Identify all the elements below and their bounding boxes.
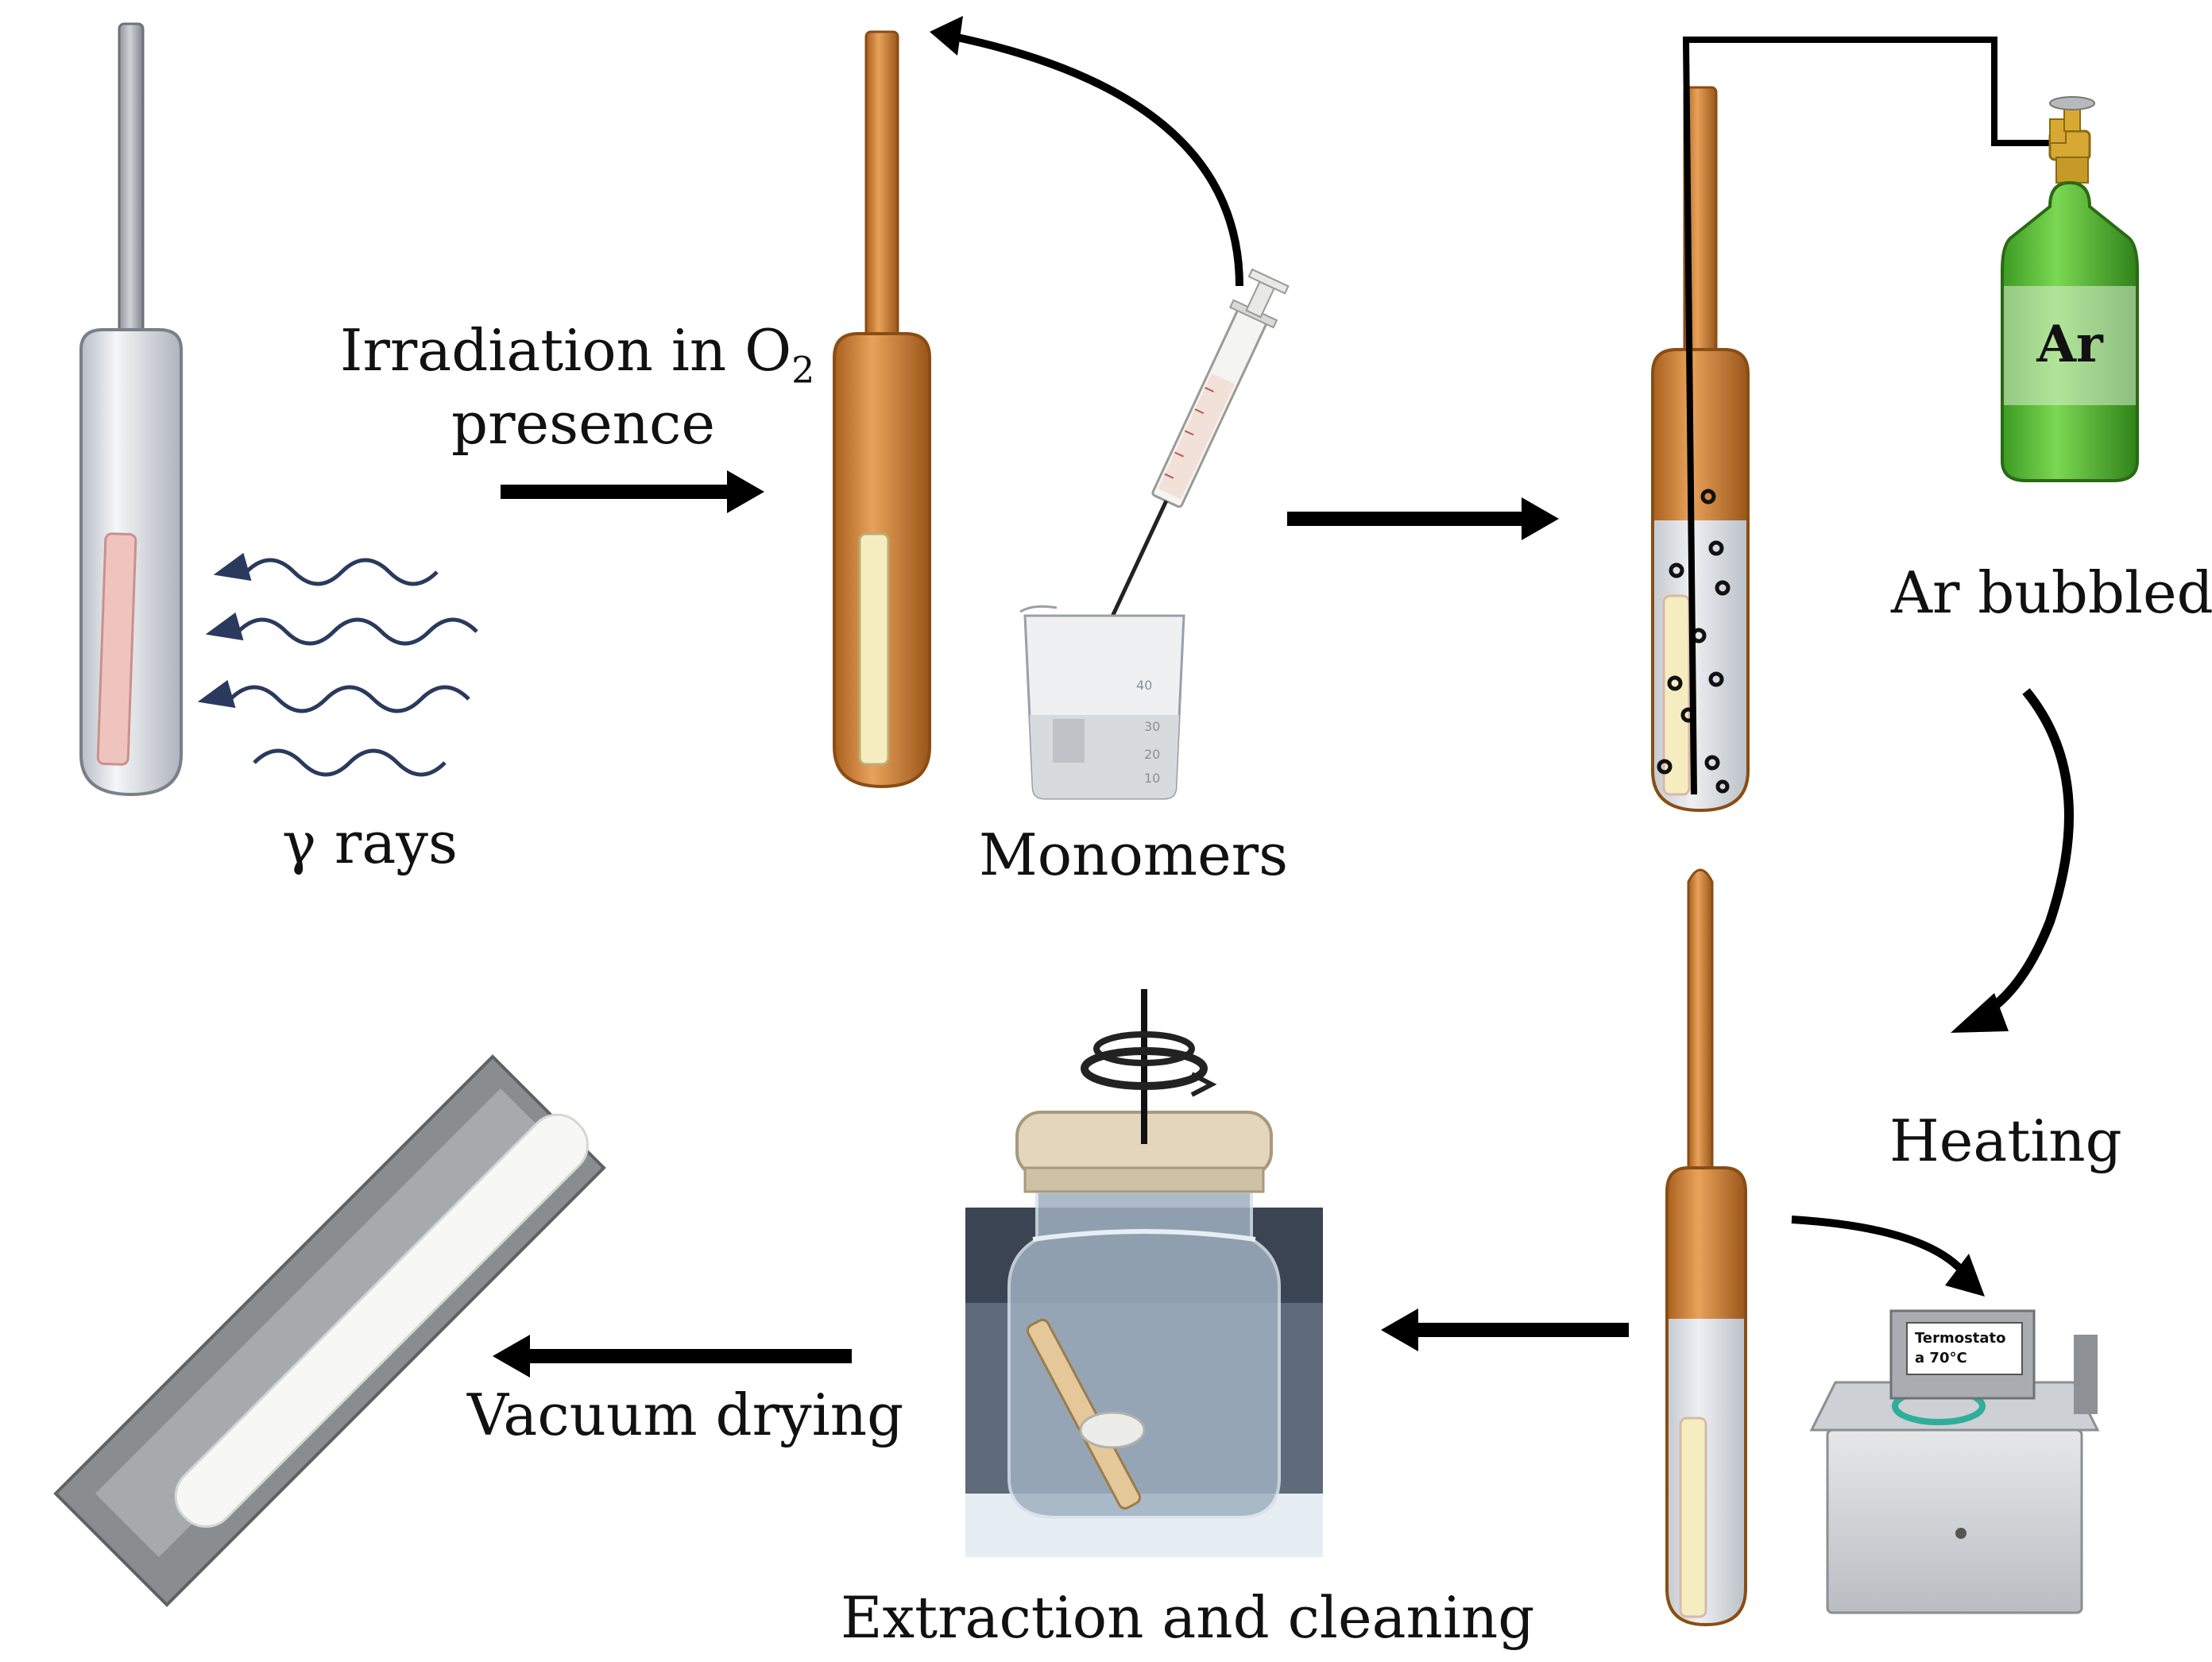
- dried-sample-tray: [53, 1054, 606, 1607]
- rotation-icon: [1081, 1047, 1208, 1090]
- thermostat-text-1: Termostato: [1915, 1330, 2006, 1347]
- irradiation-label-line2: presence: [451, 390, 715, 457]
- ar-bubbled-label: Ar bubbled: [1891, 559, 2212, 626]
- vacuum-drying-label: Vacuum drying: [467, 1382, 904, 1448]
- beaker-mark-20: 20: [1144, 747, 1160, 762]
- extraction-jar-photo: [965, 989, 1323, 1557]
- arrow-monomer-head: [930, 16, 963, 56]
- irradiation-label: Irradiation in O2: [340, 322, 814, 388]
- cylinder-label: Ar: [2036, 315, 2104, 374]
- arrow-to-drying: [493, 1335, 852, 1378]
- extraction-label: Extraction and cleaning: [841, 1584, 1535, 1651]
- irradiation-text: Irradiation in O: [340, 317, 792, 384]
- beaker-mark-30: 30: [1144, 719, 1160, 734]
- gas-line: [1682, 37, 2050, 795]
- sample-rod-bubbling: [1662, 594, 1691, 796]
- gamma-label: γ rays: [282, 810, 458, 876]
- sample-rod: [96, 532, 137, 766]
- dried-sample-rod: [174, 1113, 589, 1528]
- sealed-tube: [1665, 868, 1747, 1627]
- beaker-mark-40: 40: [1136, 678, 1152, 693]
- arrow-to-heating: [1976, 688, 2074, 1022]
- arrow-irradiation: [501, 470, 764, 513]
- arrow-to-extraction: [1381, 1308, 1629, 1351]
- arrow-to-thermostat-head: [1945, 1254, 1985, 1297]
- copper-tube-irradiated: [833, 30, 931, 789]
- irradiation-subscript: 2: [791, 348, 815, 392]
- thermostat-bath-icon: Termostato a 70°C: [1809, 1309, 2100, 1614]
- arrow-monomer-transfer: [948, 32, 1243, 287]
- sample-rod-sealed: [1679, 1417, 1707, 1618]
- syringe-icon: [1054, 268, 1290, 740]
- copper-tube-bubbling: [1651, 86, 1750, 813]
- heating-label: Heating: [1889, 1107, 2122, 1174]
- arrow-to-heating-head: [1951, 993, 2009, 1033]
- sample-rod-treated: [858, 532, 890, 766]
- thermostat-text-2: a 70°C: [1915, 1350, 1967, 1366]
- glass-tube-initial: [79, 22, 183, 797]
- arrow-to-thermostat: [1791, 1216, 1966, 1274]
- gamma-rays-icon: [197, 552, 478, 777]
- beaker-icon: 40 30 20 10: [1019, 605, 1185, 800]
- argon-cylinder-icon: Ar: [2001, 96, 2139, 482]
- monomers-label: Monomers: [979, 821, 1289, 888]
- beaker-mark-10: 10: [1144, 771, 1160, 786]
- arrow-to-bubbling: [1287, 497, 1559, 540]
